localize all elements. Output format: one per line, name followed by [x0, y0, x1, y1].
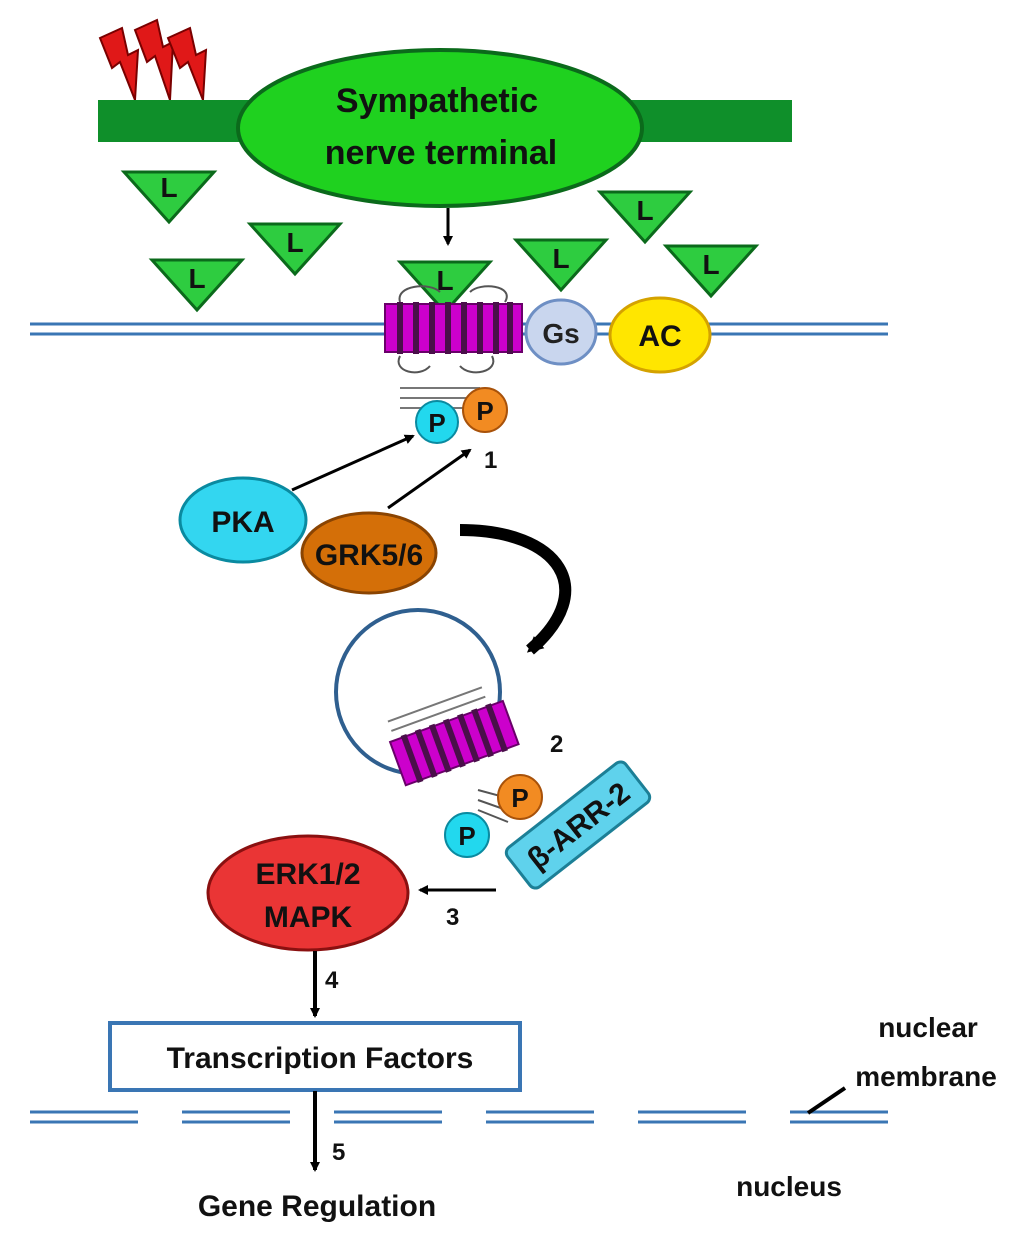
lightning-bolt-icon	[166, 26, 208, 101]
sympathetic-nerve-terminal	[236, 48, 644, 208]
phospho-label: P	[476, 396, 493, 426]
nerve-terminal-line1: Sympathetic	[336, 82, 538, 120]
svg-text:L: L	[436, 265, 453, 296]
ligand-triangle: L	[148, 258, 246, 313]
ligand-triangle: L	[596, 190, 694, 245]
step-1-label: 1	[484, 447, 497, 474]
svg-text:L: L	[702, 249, 719, 280]
step-2-label: 2	[550, 731, 563, 758]
phospho-label: P	[428, 408, 445, 438]
lightning-bolt-icon	[98, 26, 140, 101]
ligand-triangle: L	[120, 170, 218, 225]
svg-text:L: L	[552, 243, 569, 274]
internalization-arrow	[459, 524, 572, 655]
svg-text:L: L	[636, 195, 653, 226]
grk-label: GRK5/6	[315, 539, 423, 572]
phospho-site-cyan	[444, 812, 490, 858]
transcription-factors-box	[108, 1021, 522, 1092]
erk-mapk	[206, 834, 410, 952]
step-4-label: 4	[325, 967, 339, 994]
phospho-site-pka	[415, 400, 459, 444]
erk-label-line2: MAPK	[264, 901, 353, 934]
ligand-triangle: L	[512, 238, 610, 293]
nucleus-label: nucleus	[736, 1171, 842, 1202]
pka-enzyme	[178, 476, 308, 564]
transcription-factors-label: Transcription Factors	[167, 1042, 474, 1075]
svg-text:L: L	[286, 227, 303, 258]
ligand-triangle: L	[662, 244, 760, 299]
phospho-label: P	[511, 783, 528, 813]
nuclear-membrane-label-line1: nuclear	[878, 1012, 978, 1043]
pka-arrow	[291, 434, 415, 492]
step-5-label: 5	[332, 1139, 345, 1166]
phospho-label: P	[458, 821, 475, 851]
ligands: L L L L L L L	[120, 170, 760, 315]
phospho-site-grk	[462, 387, 508, 433]
gene-regulation-label: Gene Regulation	[198, 1190, 436, 1223]
nuclear-membrane-label-line2: membrane	[855, 1061, 997, 1092]
grk-arrow	[387, 448, 472, 510]
nuclear-membrane-pointer	[806, 1086, 847, 1115]
lightning-bolts	[98, 18, 208, 101]
gs-label: Gs	[542, 318, 579, 349]
gs-protein	[524, 298, 598, 366]
svg-text:L: L	[160, 172, 177, 203]
ac-label: AC	[638, 320, 681, 353]
beta-adrenergic-receptor	[384, 285, 523, 409]
ligand-triangle: L	[246, 222, 344, 277]
phospho-site-orange	[497, 774, 543, 820]
pka-label: PKA	[211, 506, 274, 539]
erk-label-line1: ERK1/2	[255, 858, 360, 891]
internalized-receptor	[387, 686, 520, 787]
nuclear-membrane	[30, 1110, 888, 1124]
nerve-terminal-line2: nerve terminal	[325, 134, 557, 172]
lightning-bolt-icon	[133, 18, 175, 101]
step-3-label: 3	[446, 904, 459, 931]
adenylyl-cyclase	[608, 296, 712, 374]
svg-text:L: L	[188, 263, 205, 294]
grk-enzyme	[300, 511, 438, 595]
